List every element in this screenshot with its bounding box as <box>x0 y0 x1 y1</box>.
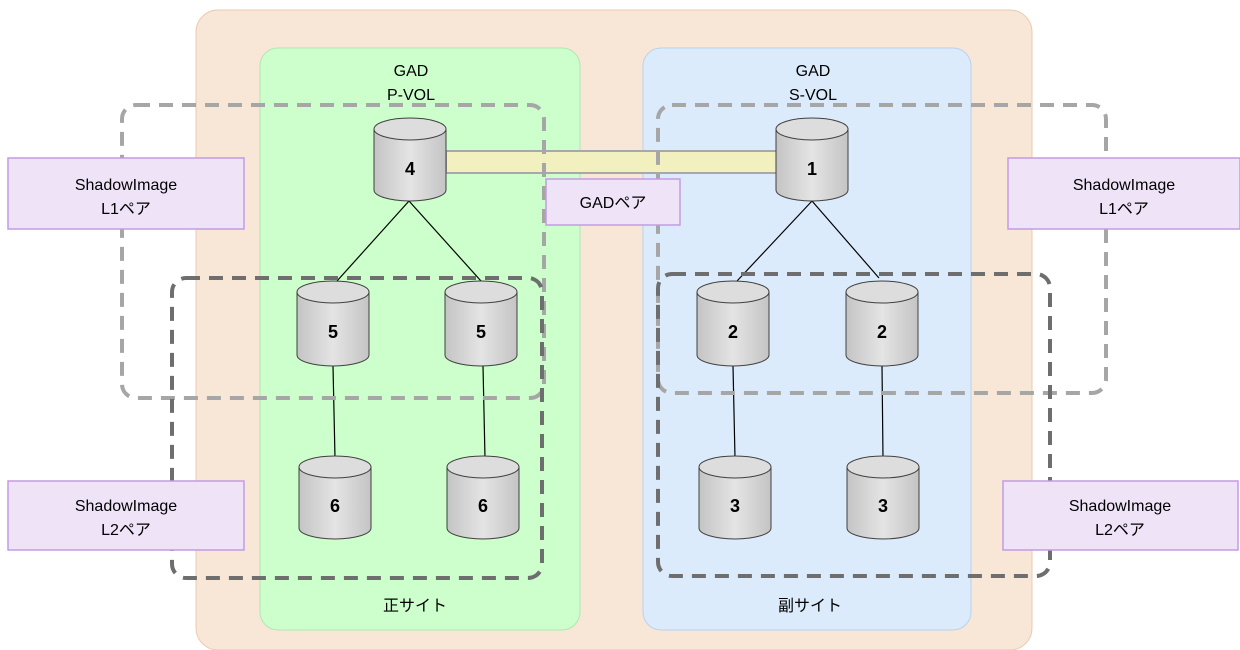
volume-l1-2-right: 2 <box>845 280 919 367</box>
callout-line2: L2ペア <box>101 522 151 539</box>
volume-l1-5-left: 5 <box>296 280 370 367</box>
connector-1-2b <box>811 200 880 279</box>
callout-line2: L2ペア <box>1095 522 1145 539</box>
gad-pair-link <box>445 150 781 174</box>
group-l2-secondary <box>656 272 1052 578</box>
callout-line1: ShadowImage <box>75 498 177 515</box>
volume-number: 2 <box>728 322 738 342</box>
volume-number: 1 <box>807 159 817 179</box>
gad-pair-label-box <box>545 178 681 226</box>
connector-5b-6 <box>482 365 486 459</box>
callout-right-l1: ShadowImage L1ペア <box>1007 157 1240 230</box>
volume-number: 3 <box>730 496 740 516</box>
volume-number: 6 <box>330 496 340 516</box>
volume-number: 2 <box>877 322 887 342</box>
primary-site-label: 正サイト <box>383 598 447 615</box>
volume-l2-6-left: 6 <box>298 455 372 540</box>
volume-number: 5 <box>328 322 338 342</box>
group-l2-primary <box>170 276 544 580</box>
secondary-header-line1: GAD <box>796 63 831 80</box>
callout-line1: ShadowImage <box>1069 498 1171 515</box>
volume-l2-3-right: 3 <box>846 455 920 540</box>
connector-5a-6 <box>332 365 336 459</box>
callout-left-l2: ShadowImage L2ペア <box>7 480 245 551</box>
callout-line1: ShadowImage <box>75 177 177 194</box>
connector-4-5a <box>336 200 410 282</box>
volume-l2-3-left: 3 <box>698 455 772 540</box>
connector-4-5b <box>408 200 482 282</box>
connector-1-2a <box>736 200 813 282</box>
volume-number: 6 <box>478 496 488 516</box>
connectors <box>332 200 884 459</box>
secondary-site-label: 副サイト <box>778 597 842 615</box>
volume-l1-5-right: 5 <box>444 280 518 367</box>
volume-l1-2-left: 2 <box>696 280 770 367</box>
volume-number: 4 <box>405 159 415 179</box>
volume-number: 5 <box>476 322 486 342</box>
callout-left-l1: ShadowImage L1ペア <box>7 157 245 230</box>
volume-l2-6-right: 6 <box>446 455 520 540</box>
group-l1-primary <box>120 103 546 400</box>
secondary-header-line2: S-VOL <box>789 87 837 104</box>
primary-header-line2: P-VOL <box>387 87 435 104</box>
primary-header-line1: GAD <box>394 63 429 80</box>
callout-line1: ShadowImage <box>1073 177 1175 194</box>
connector-2a-3 <box>732 365 736 459</box>
callout-line2: L1ペア <box>101 201 151 218</box>
volume-number: 3 <box>878 496 888 516</box>
volume-pvol-4: 4 <box>373 117 447 202</box>
callout-right-l2: ShadowImage L2ペア <box>1002 480 1239 551</box>
volume-svol-1: 1 <box>775 117 849 202</box>
gad-pair-label: GADペア <box>580 195 647 212</box>
group-l1-secondary <box>656 103 1108 395</box>
callout-line2: L1ペア <box>1099 201 1149 218</box>
connector-2b-3 <box>881 365 884 459</box>
